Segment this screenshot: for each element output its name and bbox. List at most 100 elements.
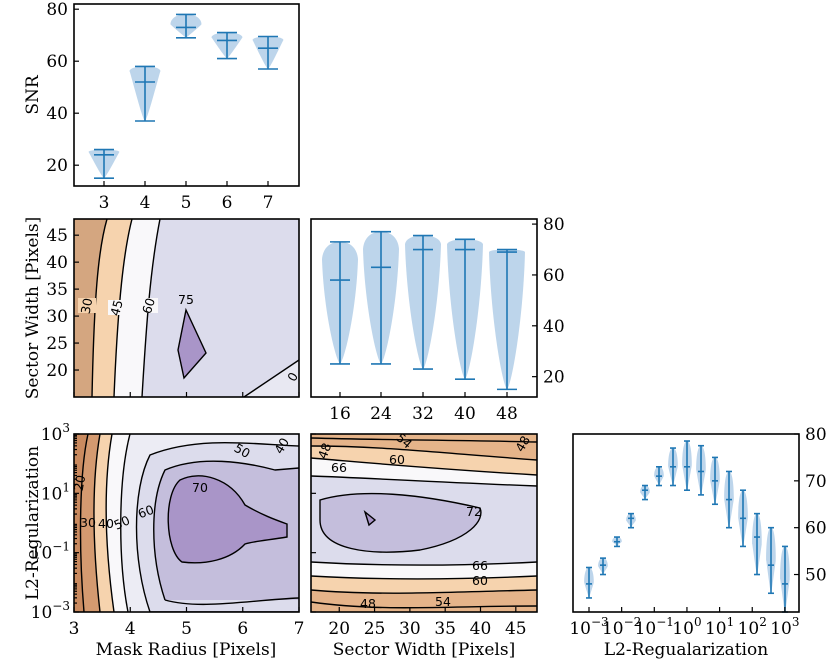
xtick-label: 16 [329, 404, 351, 424]
contour-line-66-bottom [311, 561, 537, 566]
axes-frame [310, 433, 538, 613]
contour-line-45 [113, 219, 133, 397]
contour-band-60-75 [142, 219, 299, 397]
contour-line-65-bottom [164, 597, 299, 606]
contour-band-30-40 [94, 434, 114, 612]
contour-line-48-bottom [311, 601, 537, 609]
xlabel-l2-regualarization: L2-Regualarization [604, 640, 768, 660]
ytick-label: 60 [805, 519, 827, 539]
xtick-label: 32 [412, 404, 434, 424]
ytick-label: 25 [46, 334, 68, 354]
contour-label-54a: 54 [435, 594, 451, 609]
contour-line-66-top [311, 475, 537, 487]
ytick-label: 50 [805, 566, 827, 586]
contour-label-60: 60 [139, 296, 158, 316]
ytick-label: 80 [805, 425, 827, 445]
contour-line-60 [135, 441, 299, 612]
xtick-label: 48 [496, 404, 518, 424]
contour-label-60a: 60 [389, 452, 405, 467]
contour-line-54-top [311, 445, 537, 461]
contour-line-54-bottom [311, 589, 537, 594]
contour-line-60-top [311, 457, 537, 476]
xtick-label: 6 [237, 619, 248, 639]
label-bg [176, 293, 196, 307]
xtick-label: 7 [263, 193, 274, 213]
contour-label-70: 70 [192, 480, 208, 495]
xtick-label: 103 [770, 615, 799, 639]
label-bg [78, 298, 96, 313]
contour-line-48-top [311, 437, 537, 443]
contour-line-20 [79, 434, 89, 612]
xtick-label: 24 [370, 404, 392, 424]
contour-line-72 [319, 492, 482, 553]
ytick-label: 40 [46, 253, 68, 273]
contour-line-corner [243, 359, 299, 397]
contour-label-20: 20 [71, 474, 89, 492]
contour-label-60: 60 [136, 502, 156, 522]
xtick-label: 25 [364, 619, 386, 639]
ylabel-snr: SNR [23, 74, 43, 115]
contour-label-48c: 48 [512, 433, 533, 454]
contour-peak [363, 510, 377, 527]
xtick-label: 3 [69, 619, 80, 639]
ytick-label: 60 [543, 266, 565, 286]
xtick-label: 40 [454, 404, 476, 424]
contour-line-60-bottom [311, 575, 537, 580]
contour-label-45: 45 [107, 298, 126, 317]
xtick-label: 10−2 [602, 615, 641, 639]
contour-label-66b: 66 [472, 558, 488, 573]
ytick-label: 45 [46, 226, 68, 246]
xtick-label: 4 [140, 193, 151, 213]
axes-frame [310, 218, 538, 398]
ytick-label: 40 [46, 104, 68, 124]
contour-label-40: 40 [98, 516, 114, 531]
xtick-label: 100 [672, 615, 701, 639]
ytick-label: 30 [46, 307, 68, 327]
ytick-label: 10−3 [31, 599, 70, 623]
xtick-label: 35 [434, 619, 456, 639]
contour-label-30: 30 [80, 515, 96, 530]
contour-line-65 [153, 460, 299, 601]
contour-label-66a: 66 [331, 460, 347, 475]
contour-peak [167, 475, 288, 564]
xtick-label: 5 [181, 619, 192, 639]
contour-label-48b: 48 [360, 596, 376, 611]
xtick-label: 30 [399, 619, 421, 639]
xtick-label: 7 [294, 619, 305, 639]
contour-label-50: 50 [111, 512, 132, 532]
label-bg [108, 300, 126, 315]
axes-frame [572, 433, 800, 613]
contour-label-30: 30 [78, 297, 96, 315]
ytick-label: 80 [543, 215, 565, 235]
ytick-label: 20 [46, 156, 68, 176]
contour-line-40 [105, 434, 115, 612]
xtick-label: 45 [505, 619, 527, 639]
xtick-label: 6 [222, 193, 233, 213]
ytick-label: 20 [46, 361, 68, 381]
xtick-label: 101 [705, 615, 734, 639]
ytick-label: 35 [46, 280, 68, 300]
xtick-label: 4 [125, 619, 136, 639]
xtick-label: 20 [328, 619, 350, 639]
ytick-label: 10−1 [31, 540, 70, 564]
ylabel-l2: L2-Regularization [23, 446, 43, 600]
contour-label-50b: 50 [232, 440, 253, 461]
ytick-label: 101 [41, 480, 70, 504]
xtick-label: 5 [181, 193, 192, 213]
xtick-label: 40 [470, 619, 492, 639]
contour-line-30 [91, 219, 108, 397]
contour-label-72: 72 [466, 504, 482, 519]
xlabel-mask-radius: Mask Radius [Pixels] [96, 640, 277, 660]
xtick-label: 10−1 [635, 615, 674, 639]
label-bg [140, 298, 158, 313]
ytick-label: 80 [46, 0, 68, 20]
contour-label-60b: 60 [472, 573, 488, 588]
ylabel-sector-width: Sector Width [Pixels] [23, 217, 43, 399]
ytick-label: 70 [805, 472, 827, 492]
